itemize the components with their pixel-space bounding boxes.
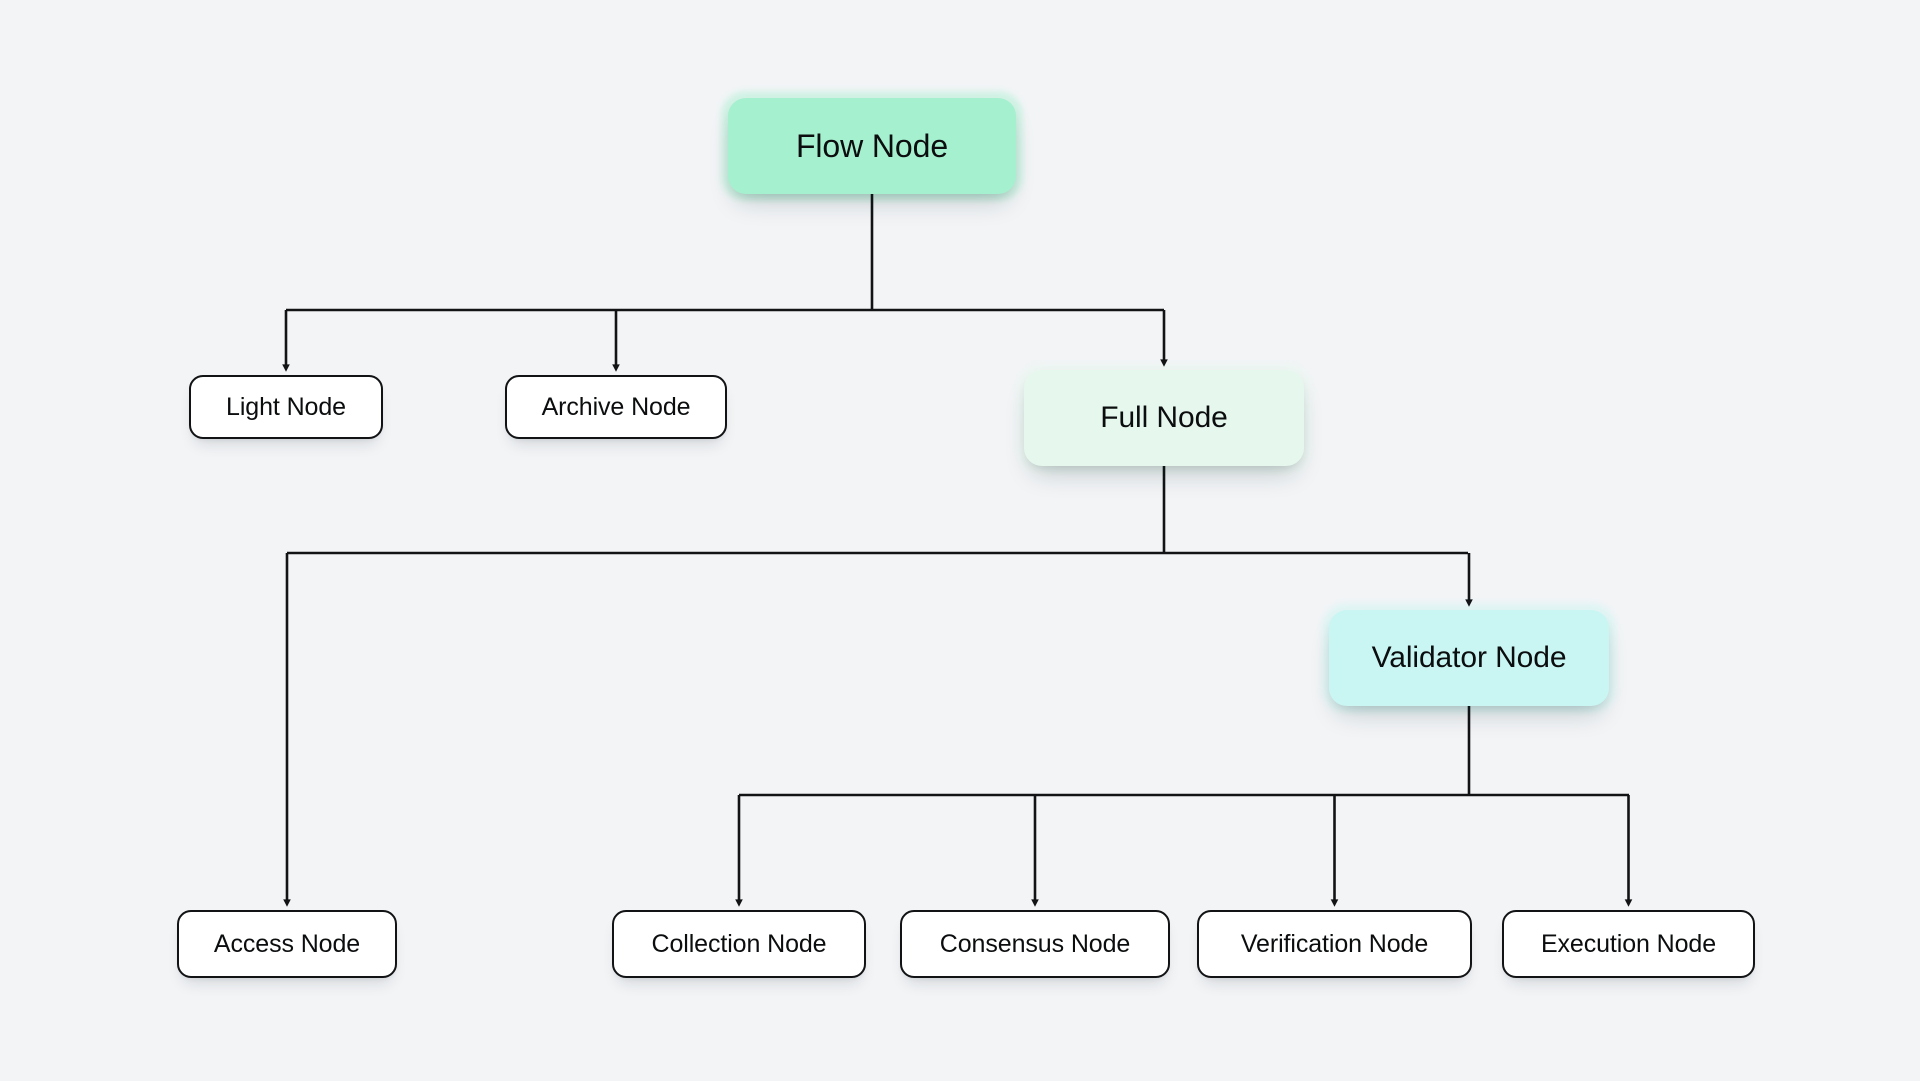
node-label: Archive Node	[541, 392, 691, 421]
node-full-node[interactable]: Full Node	[1024, 370, 1304, 466]
node-verification-node[interactable]: Verification Node	[1197, 910, 1472, 978]
node-label: Verification Node	[1240, 929, 1429, 958]
node-label: Light Node	[226, 392, 346, 421]
node-execution-node[interactable]: Execution Node	[1502, 910, 1755, 978]
node-label: Full Node	[1100, 401, 1228, 434]
node-label: Flow Node	[795, 127, 949, 164]
node-label: Execution Node	[1540, 929, 1717, 958]
node-collection-node[interactable]: Collection Node	[612, 910, 866, 978]
node-label: Collection Node	[651, 929, 827, 958]
node-archive-node[interactable]: Archive Node	[505, 375, 727, 439]
node-access-node[interactable]: Access Node	[177, 910, 397, 978]
node-label: Access Node	[213, 929, 361, 958]
node-label: Consensus Node	[939, 929, 1131, 958]
node-flow-node[interactable]: Flow Node	[728, 98, 1016, 194]
node-light-node[interactable]: Light Node	[189, 375, 383, 439]
node-consensus-node[interactable]: Consensus Node	[900, 910, 1170, 978]
node-validator-node[interactable]: Validator Node	[1329, 610, 1609, 706]
node-label: Validator Node	[1371, 641, 1567, 674]
